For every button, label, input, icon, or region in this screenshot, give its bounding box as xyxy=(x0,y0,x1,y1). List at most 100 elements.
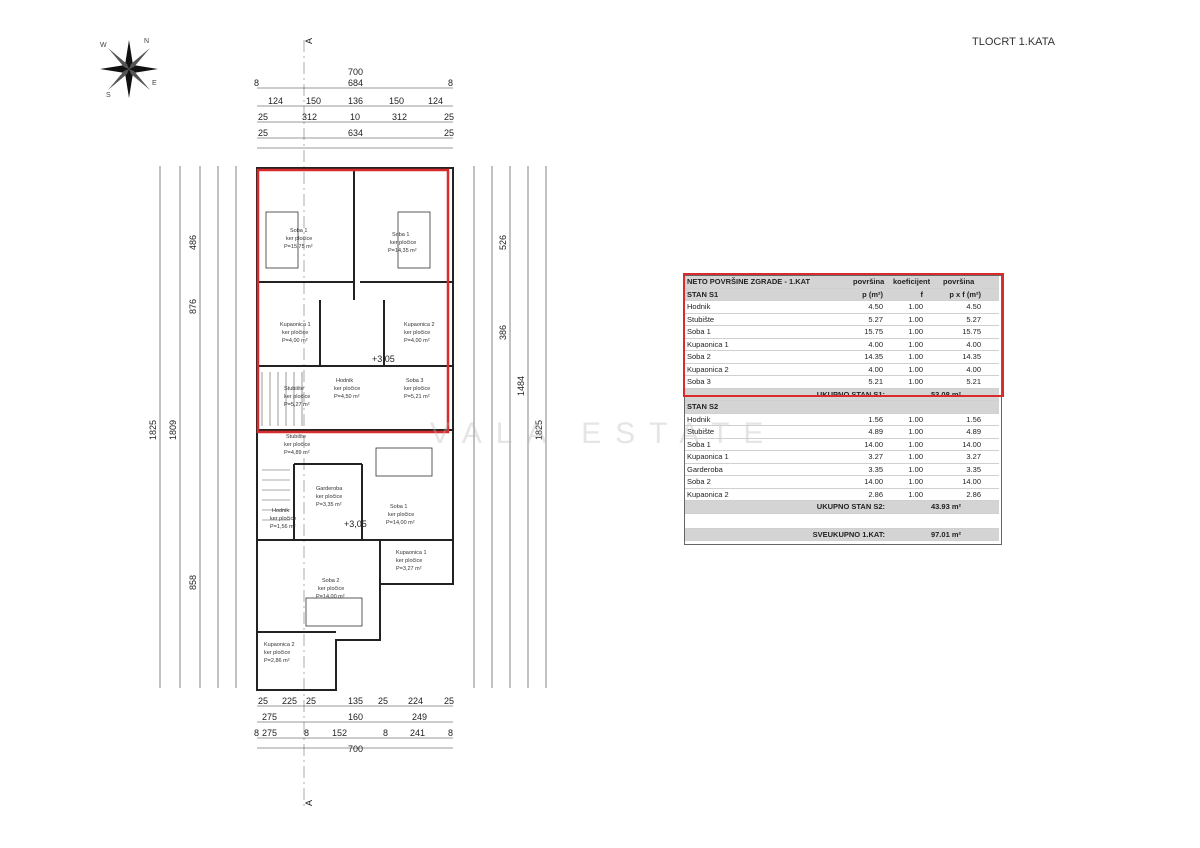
room-name: Hodnik xyxy=(272,508,289,514)
table-cell: 4.00 xyxy=(966,364,981,374)
room-name: Stubište xyxy=(286,434,306,440)
room-floor: ker pločice xyxy=(334,386,360,392)
dim-top-8b: 8 xyxy=(448,78,453,88)
dim-top-312b: 312 xyxy=(392,112,407,122)
table-cell: 1.00 xyxy=(908,302,923,311)
table-cell: Kupaonica 1 xyxy=(687,339,729,349)
grand-total-label: SVEUKUPNO 1.KAT: xyxy=(812,529,885,539)
table-cell: 1.00 xyxy=(908,377,923,386)
dim-bottom: 249 xyxy=(412,712,427,722)
subtotal-label: UKUPNO STAN S2: xyxy=(816,502,885,511)
table-cell: Soba 2 xyxy=(687,352,711,361)
subtotal-row: UKUPNO STAN S2: 43.93 m² xyxy=(685,501,999,514)
table-cell: 15.75 xyxy=(962,327,981,336)
room-name: Soba 2 xyxy=(322,578,339,584)
table-cell: 3.27 xyxy=(868,452,883,461)
table-cell: 14.00 xyxy=(864,477,883,486)
table-cell: 5.21 xyxy=(966,377,981,386)
dim-bottom: 275 xyxy=(262,712,277,722)
dim-left-1809: 1809 xyxy=(168,420,178,440)
dim-bottom: 700 xyxy=(348,744,363,754)
table-cell: 1.56 xyxy=(868,414,883,424)
table-cell: 1.00 xyxy=(908,414,923,424)
compass-west-label: W xyxy=(100,42,107,49)
table-cell: 3.35 xyxy=(966,464,981,474)
grand-total-value: 97.01 m² xyxy=(930,529,961,539)
dim-top-25c: 25 xyxy=(258,128,268,138)
table-cell: 1.00 xyxy=(908,314,923,324)
table-title: NETO POVRŠINE ZGRADE - 1.KAT xyxy=(687,277,811,286)
unit-header: f xyxy=(920,289,924,299)
room-floor: ker pločice xyxy=(284,394,310,400)
room-area: P=5,27 m² xyxy=(284,402,310,408)
table-cell: 4.89 xyxy=(868,427,883,436)
table-cell: Kupaonica 1 xyxy=(687,452,729,461)
room-floor: ker pločice xyxy=(388,512,414,518)
room-name: Hodnik xyxy=(336,378,353,384)
room-area: P=15,75 m² xyxy=(284,244,313,250)
table-cell: 14.35 xyxy=(962,352,981,361)
room-area: P=4,00 m² xyxy=(404,338,430,344)
table-cell: 1.00 xyxy=(908,439,923,449)
table-title-row: NETO POVRŠINE ZGRADE - 1.KAT površina ko… xyxy=(685,276,999,289)
table-cell: 14.35 xyxy=(864,352,883,361)
watermark: VALA ESTATE xyxy=(430,417,778,450)
room-area: P=1,56 m² xyxy=(270,524,296,530)
table-cell: Kupaonica 2 xyxy=(687,489,729,499)
dim-top-684: 684 xyxy=(348,78,363,88)
dim-bottom: 225 xyxy=(282,696,297,706)
dim-bottom: 224 xyxy=(408,696,423,706)
unit-header: p x f (m²) xyxy=(949,289,981,299)
walls-lower-unit xyxy=(256,430,454,691)
table-cell: 15.75 xyxy=(864,327,883,336)
room-area: P=3,27 m² xyxy=(396,566,422,572)
room-floor: ker pločice xyxy=(264,650,290,656)
table-cell: 4.50 xyxy=(868,302,883,311)
right-dimension-lines xyxy=(473,166,547,688)
table-cell: 1.00 xyxy=(908,477,923,486)
table-cell: Stubište xyxy=(687,314,715,324)
room-name: Soba 1 xyxy=(390,504,407,510)
left-dimension-lines xyxy=(159,166,237,688)
table-cell: Soba 2 xyxy=(687,477,711,486)
section-label: STAN S1 xyxy=(687,289,719,299)
room-name: Kupaonica 1 xyxy=(280,322,311,328)
dim-bottom: 8 xyxy=(254,728,259,738)
table-cell: Hodnik xyxy=(687,414,711,424)
room-floor: ker pločice xyxy=(316,494,342,500)
dim-bottom: 135 xyxy=(348,696,363,706)
dim-bottom: 152 xyxy=(332,728,347,738)
dim-bottom: 25 xyxy=(258,696,268,706)
room-area: P=3,35 m² xyxy=(316,502,342,508)
subtotal-row: UKUPNO STAN S1: 53.08 m² xyxy=(685,388,999,401)
table-cell: 1.00 xyxy=(908,364,923,374)
section-marker-top: A xyxy=(304,38,314,44)
subtotal-label: UKUPNO STAN S1: xyxy=(816,389,885,399)
room-floor: ker pločice xyxy=(318,586,344,592)
dim-bottom: 25 xyxy=(378,696,388,706)
level-mark: +3,05 xyxy=(372,354,395,364)
table-cell: 1.00 xyxy=(908,489,923,499)
compass-south-label: S xyxy=(106,92,111,99)
dim-left-858: 858 xyxy=(188,575,198,590)
area-table-frame xyxy=(684,275,1002,545)
dim-top-25d: 25 xyxy=(444,128,454,138)
dim-top-124a: 124 xyxy=(268,96,283,106)
dim-right-1825: 1825 xyxy=(534,420,544,440)
grand-total-row: SVEUKUPNO 1.KAT: 97.01 m² xyxy=(685,528,999,541)
sheet-title: TLOCRT 1.KATA xyxy=(972,36,1055,48)
stairs-icon xyxy=(261,372,303,521)
floor-plan: A A 700 8 684 8 124 150 136 150 124 25 3… xyxy=(148,38,547,810)
room-area: P=2,86 m² xyxy=(264,658,290,664)
room-name: Garderoba xyxy=(316,486,343,492)
subtotal-value: 53.08 m² xyxy=(930,389,961,399)
level-mark: +3,05 xyxy=(344,519,367,529)
